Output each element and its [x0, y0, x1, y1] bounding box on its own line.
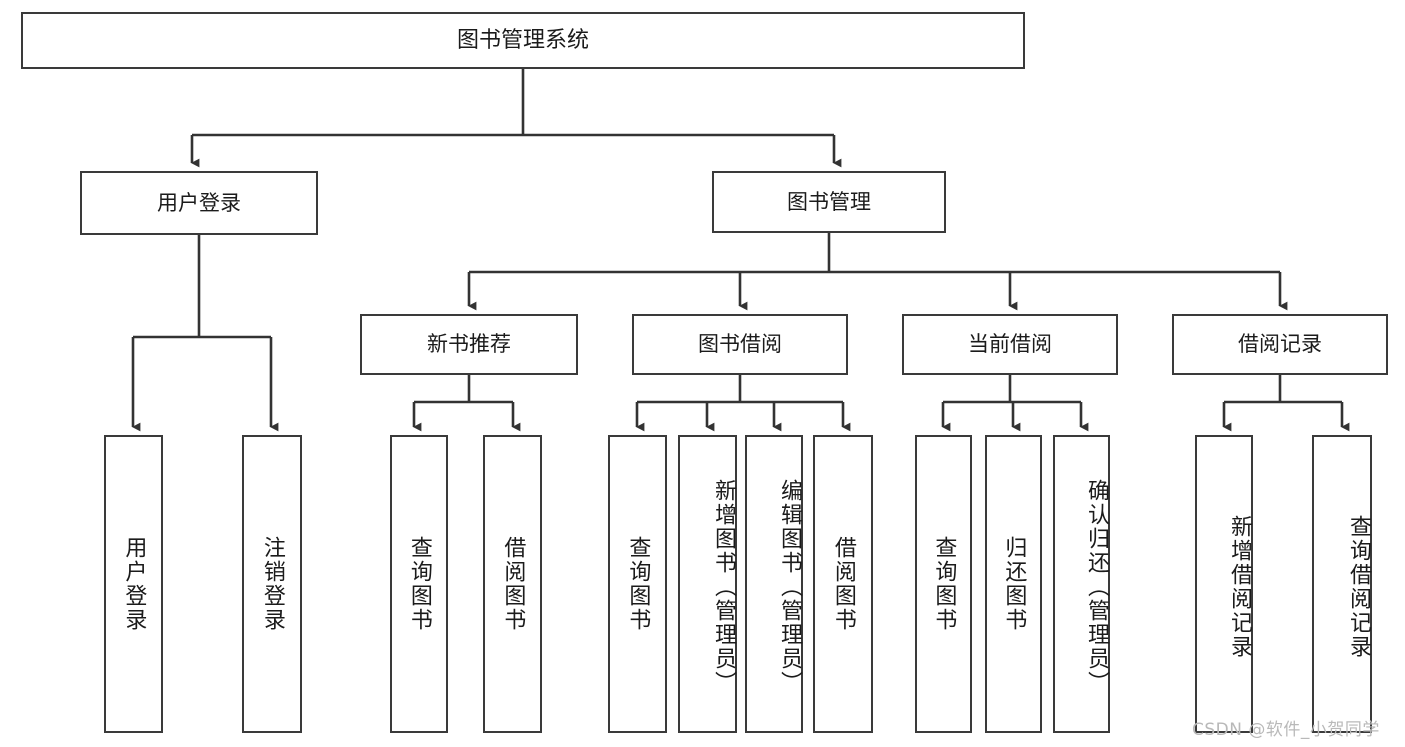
node-new-book-recommend[interactable]: 新书推荐: [360, 314, 578, 375]
node-user-login[interactable]: 用户登录: [80, 171, 318, 235]
leaf-add-borrow-record[interactable]: 新增借阅记录: [1195, 435, 1253, 733]
leaf-query-borrow-record[interactable]: 查询借阅记录: [1312, 435, 1372, 733]
leaf-borrow-book-newbook[interactable]: 借阅图书: [483, 435, 542, 733]
leaf-user-login[interactable]: 用户登录: [104, 435, 163, 733]
leaf-query-book-newbook[interactable]: 查询图书: [390, 435, 448, 733]
leaf-user-logout[interactable]: 注销登录: [242, 435, 302, 733]
watermark-csdn: CSDN @软件_小贺同学: [1192, 720, 1380, 740]
node-borrow-record[interactable]: 借阅记录: [1172, 314, 1388, 375]
leaf-return-book[interactable]: 归还图书: [985, 435, 1042, 733]
leaf-add-book-admin[interactable]: 新增图书（管理员）: [678, 435, 737, 733]
leaf-borrow-book-borrow[interactable]: 借阅图书: [813, 435, 873, 733]
leaf-confirm-return-admin[interactable]: 确认归还（管理员）: [1053, 435, 1110, 733]
node-book-management[interactable]: 图书管理: [712, 171, 946, 233]
leaf-query-book-current[interactable]: 查询图书: [915, 435, 972, 733]
leaf-edit-book-admin[interactable]: 编辑图书（管理员）: [745, 435, 803, 733]
node-book-borrow[interactable]: 图书借阅: [632, 314, 848, 375]
leaf-query-book-borrow[interactable]: 查询图书: [608, 435, 667, 733]
node-current-borrow[interactable]: 当前借阅: [902, 314, 1118, 375]
node-root-system[interactable]: 图书管理系统: [21, 12, 1025, 69]
